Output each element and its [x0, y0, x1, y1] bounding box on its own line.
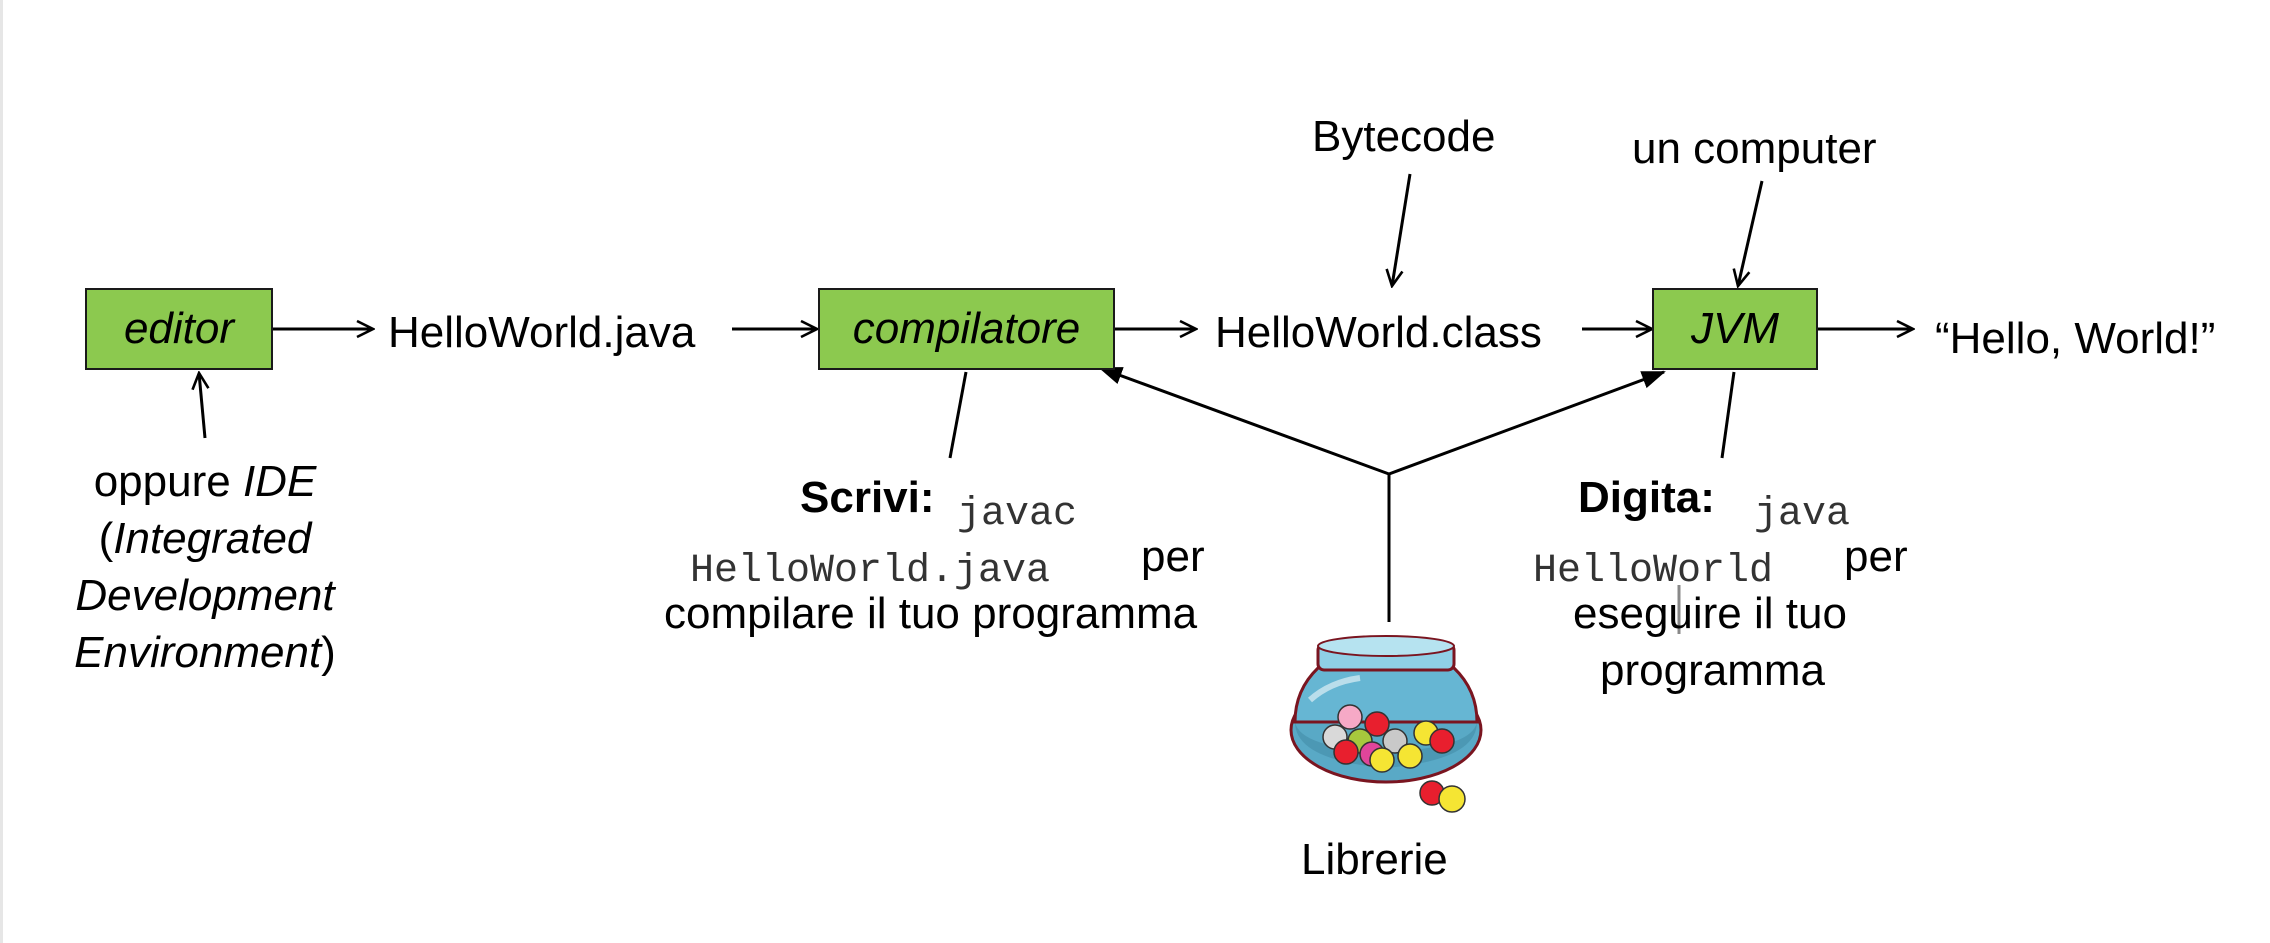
arrow-computer-pointer [1738, 180, 1764, 286]
pointer-compile-note [948, 371, 968, 459]
ide-line-3: Development [75, 571, 335, 620]
compile-command-part-2: HelloWorld.java [690, 549, 1051, 594]
run-note-rest-2: programma [1600, 646, 1825, 695]
computer-label: un computer [1632, 124, 1877, 173]
left-edge [0, 0, 3, 943]
ide-line-2: (Integrated [98, 514, 312, 563]
source-file-label: HelloWorld.java [388, 308, 696, 357]
pointer-run-note [1720, 371, 1736, 459]
run-command-part-2: HelloWorld [1533, 549, 1774, 594]
jvm-box: JVM [1652, 288, 1818, 370]
run-note-per: per [1844, 532, 1908, 581]
arrow-ide-to-editor [199, 373, 205, 439]
arrow-bytecode-pointer [1392, 173, 1412, 286]
class-file-label: HelloWorld.class [1215, 308, 1542, 357]
output-label: “Hello, World!” [1935, 314, 2216, 363]
compile-note-per: per [1141, 532, 1205, 581]
ide-line-1: oppure IDE [93, 457, 317, 506]
ide-note: oppure IDE (Integrated Development Envir… [55, 453, 355, 681]
run-command-part-1: java [1754, 492, 1851, 537]
arrow-library-to-jvm [1388, 370, 1666, 476]
bytecode-label: Bytecode [1312, 112, 1496, 161]
compiler-box: compilatore [818, 288, 1115, 370]
library-jar-icon [1289, 635, 1483, 813]
compiler-label: compilatore [852, 304, 1081, 353]
jvm-label: JVM [1691, 304, 1779, 353]
compile-note-label: Scrivi: [800, 473, 935, 522]
ide-line-4: Environment) [74, 628, 336, 677]
arrow-library-to-compiler [1098, 366, 1390, 476]
editor-label: editor [123, 304, 235, 353]
compile-command-part-1: javac [957, 492, 1078, 537]
run-note-rest-1: eseguire il tuo [1573, 589, 1847, 638]
editor-box: editor [85, 288, 273, 370]
libraries-label: Librerie [1301, 835, 1448, 884]
compile-note-rest: compilare il tuo programma [664, 589, 1198, 638]
run-note-label: Digita: [1578, 473, 1715, 522]
